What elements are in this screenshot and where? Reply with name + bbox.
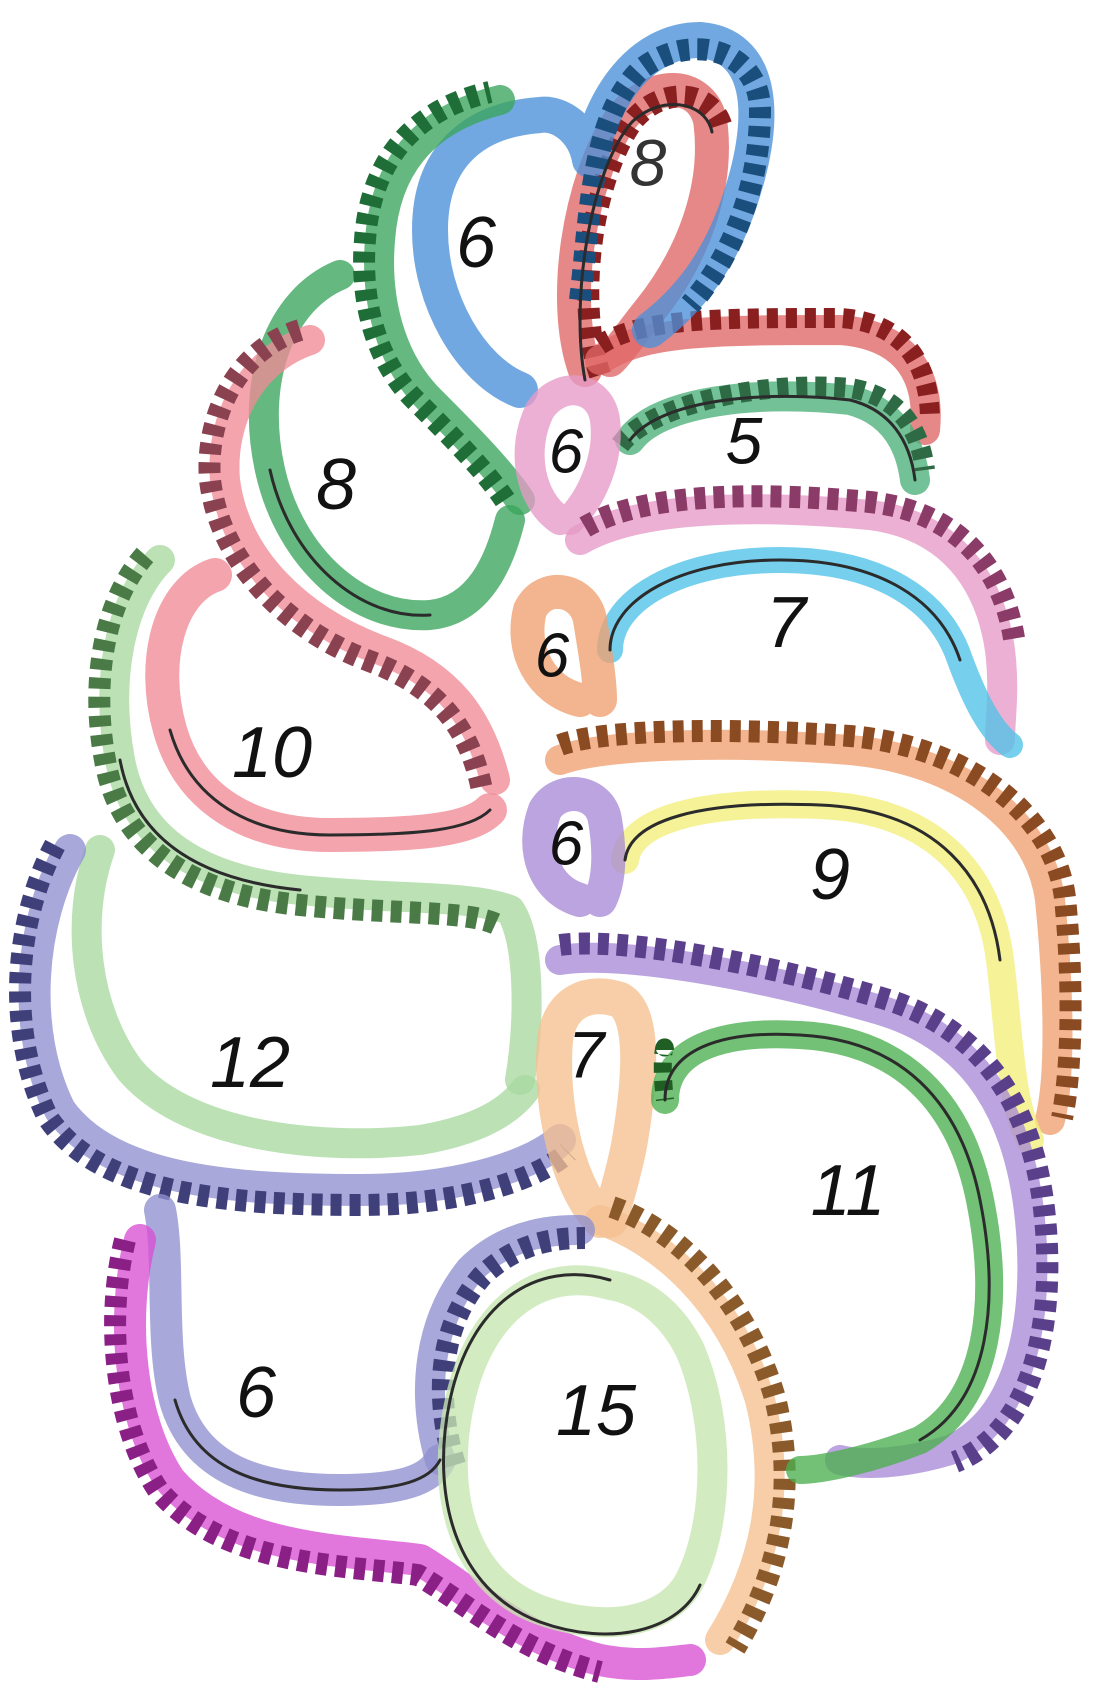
label-periwinkle: 6 [236,1353,277,1433]
label-pale-green-center: 15 [556,1371,637,1451]
loop-right-green [620,387,925,480]
loop-pale-green-center [443,1275,712,1634]
label-top-red: 8 [630,125,667,199]
loop-periwinkle [160,1210,585,1490]
label-light-green-big: 12 [210,1023,290,1103]
label-top-blue: 6 [456,203,497,283]
label-orange-small: 6 [535,621,570,690]
label-left-green: 8 [316,445,356,525]
label-pink-small: 6 [549,417,584,486]
label-cyan-arc: 7 [766,583,809,663]
label-lavender-small: 6 [549,809,584,878]
label-right-green: 5 [726,403,763,477]
label-green-arc: 11 [811,1151,886,1231]
label-peach-small: 7 [568,1017,607,1091]
loop-cyan-arc [610,560,1010,745]
label-rose-big: 10 [232,713,312,793]
label-yellow-arc: 9 [810,835,850,915]
